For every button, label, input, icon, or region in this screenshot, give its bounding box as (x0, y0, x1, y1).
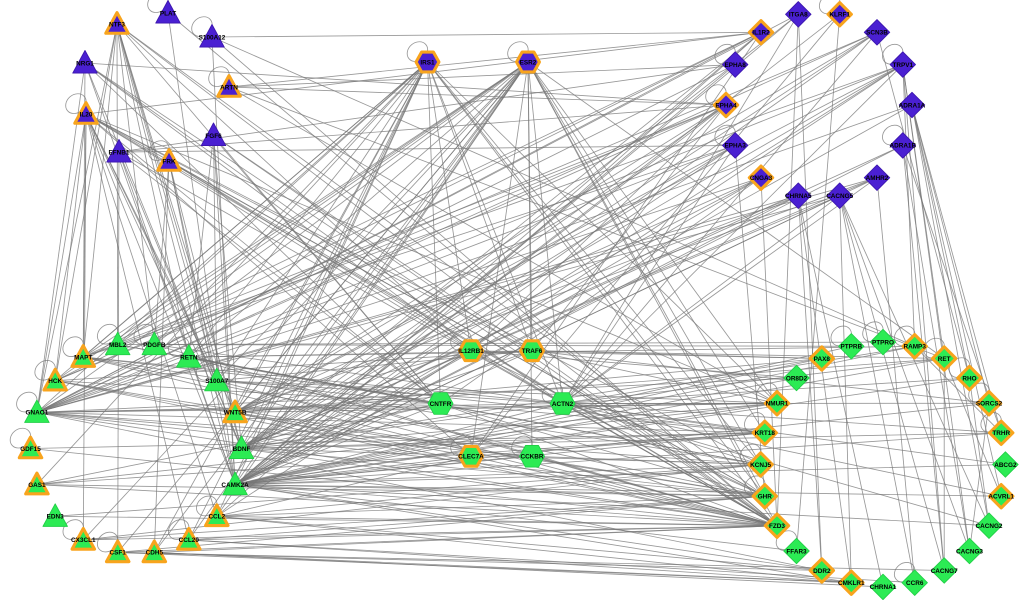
svg-text:SCN3B: SCN3B (866, 30, 888, 37)
svg-text:IRS1: IRS1 (420, 59, 435, 66)
svg-text:ACVRL1: ACVRL1 (988, 494, 1014, 501)
svg-text:FGF6: FGF6 (205, 133, 222, 140)
svg-text:FRK: FRK (162, 158, 176, 165)
svg-text:CCKBR: CCKBR (520, 454, 543, 461)
svg-text:EPHA4: EPHA4 (715, 102, 737, 109)
svg-text:MAPT: MAPT (74, 354, 92, 361)
svg-text:TRHR: TRHR (992, 430, 1010, 437)
svg-text:S100A12: S100A12 (199, 34, 226, 41)
svg-text:FFAR3: FFAR3 (786, 548, 807, 555)
svg-text:OR8D2: OR8D2 (786, 375, 808, 382)
svg-text:HCK: HCK (48, 378, 62, 385)
svg-text:CLEC7A: CLEC7A (458, 454, 484, 461)
svg-text:CMKLR1: CMKLR1 (838, 580, 865, 587)
svg-text:CX3CL1: CX3CL1 (71, 537, 96, 544)
svg-text:GNAO1: GNAO1 (26, 410, 49, 417)
svg-text:GAS1: GAS1 (28, 482, 46, 489)
svg-text:GDF15: GDF15 (20, 446, 41, 453)
svg-text:EDN3: EDN3 (47, 514, 64, 521)
svg-text:CACNG5: CACNG5 (826, 193, 853, 200)
svg-text:ABCG2: ABCG2 (994, 462, 1017, 469)
svg-text:NRG1: NRG1 (76, 60, 94, 67)
svg-text:CAMK2A: CAMK2A (221, 482, 249, 489)
svg-text:RETN: RETN (180, 354, 198, 361)
svg-text:ESR2: ESR2 (520, 59, 537, 66)
svg-text:IL12RB1: IL12RB1 (458, 348, 484, 355)
svg-text:KCNJ5: KCNJ5 (750, 462, 771, 469)
svg-text:NTF3: NTF3 (109, 21, 125, 28)
svg-text:SORCS2: SORCS2 (976, 401, 1003, 408)
svg-text:CDH5: CDH5 (146, 550, 164, 557)
svg-text:EPHA3: EPHA3 (725, 143, 747, 150)
svg-text:CACNG7: CACNG7 (931, 568, 958, 575)
svg-text:S100A7: S100A7 (205, 378, 229, 385)
svg-text:RHO: RHO (962, 375, 976, 382)
svg-text:FZD3: FZD3 (769, 523, 785, 530)
svg-text:GHR: GHR (758, 494, 773, 501)
svg-text:CCL2: CCL2 (208, 514, 225, 521)
svg-text:CACNG3: CACNG3 (956, 548, 983, 555)
svg-text:PTPRO: PTPRO (872, 339, 894, 346)
svg-text:CNGA3: CNGA3 (750, 175, 773, 182)
svg-text:RAMP3: RAMP3 (904, 344, 927, 351)
svg-text:TRPV1: TRPV1 (892, 62, 913, 69)
svg-text:CHRNA1: CHRNA1 (870, 584, 897, 591)
svg-text:EPHA8: EPHA8 (725, 62, 747, 69)
svg-text:CSF1: CSF1 (110, 550, 127, 557)
svg-text:KRT18: KRT18 (755, 430, 776, 437)
svg-text:CCL20: CCL20 (179, 537, 200, 544)
svg-text:PTPRB: PTPRB (840, 344, 862, 351)
svg-text:TRAF6: TRAF6 (522, 348, 543, 355)
svg-text:PAX8: PAX8 (814, 356, 831, 363)
svg-text:IL20: IL20 (80, 111, 93, 118)
svg-text:CNTFR: CNTFR (430, 401, 452, 408)
svg-text:BDNF: BDNF (233, 446, 251, 453)
svg-text:CHRNA5: CHRNA5 (785, 193, 812, 200)
svg-text:CACNG2: CACNG2 (976, 523, 1003, 530)
svg-text:MBL2: MBL2 (109, 342, 127, 349)
svg-text:PLAT: PLAT (160, 10, 176, 17)
svg-text:ARTN: ARTN (220, 84, 238, 91)
svg-text:CCR6: CCR6 (906, 580, 924, 587)
svg-text:IL1R2: IL1R2 (752, 30, 770, 37)
svg-text:ADRA1A: ADRA1A (899, 102, 926, 109)
svg-text:NMUR1: NMUR1 (766, 401, 789, 408)
svg-text:RET: RET (938, 356, 951, 363)
svg-text:WNT5B: WNT5B (224, 410, 247, 417)
svg-text:DDR2: DDR2 (813, 568, 831, 575)
svg-text:KLRF1: KLRF1 (829, 12, 850, 19)
svg-text:ADRA1B: ADRA1B (889, 143, 916, 150)
svg-text:AMHR2: AMHR2 (866, 175, 889, 182)
svg-text:EFNB1: EFNB1 (109, 149, 130, 156)
svg-text:ITGA8: ITGA8 (789, 12, 808, 19)
svg-text:ACTN2: ACTN2 (552, 401, 574, 408)
svg-text:PDGFB: PDGFB (143, 342, 166, 349)
